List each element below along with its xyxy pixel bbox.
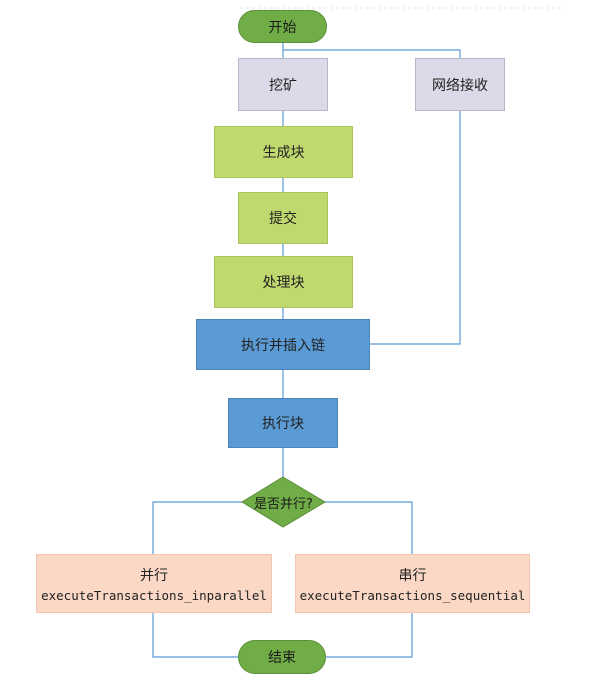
parallel-box: 并行 executeTransactions_inparallel [36, 554, 272, 613]
edge-start-network [283, 49, 461, 58]
execute-insert-chain-label: 执行并插入链 [241, 337, 325, 354]
sequential-title: 串行 [398, 567, 427, 584]
decision-label: 是否并行? [254, 496, 313, 512]
network-receive-box: 网络接收 [415, 58, 505, 111]
sequential-function: executeTransactions_sequential [299, 587, 526, 603]
edge-decision-parallel [152, 501, 242, 555]
execute-insert-chain-box: 执行并插入链 [196, 319, 370, 370]
edge-sequential-end [326, 613, 413, 658]
process-block-box: 处理块 [214, 256, 353, 308]
start-node: 开始 [238, 10, 327, 43]
start-label: 开始 [268, 19, 297, 36]
sequential-box: 串行 executeTransactions_sequential [295, 554, 530, 613]
execute-block-box: 执行块 [228, 398, 338, 448]
parallel-function: executeTransactions_inparallel [41, 587, 267, 603]
end-label: 结束 [268, 650, 296, 666]
edge-decision-sequential [325, 501, 413, 555]
mining-label: 挖矿 [269, 77, 297, 94]
submit-label: 提交 [269, 211, 297, 227]
edge-network-insert [370, 110, 461, 345]
execute-block-label: 执行块 [262, 416, 304, 432]
process-block-label: 处理块 [262, 275, 305, 291]
edge-parallel-end [152, 613, 238, 658]
generate-block-box: 生成块 [214, 126, 353, 178]
generate-block-label: 生成块 [262, 145, 305, 161]
decision-diamond-shape [241, 476, 326, 528]
end-node: 结束 [238, 640, 326, 674]
mining-box: 挖矿 [238, 58, 328, 111]
submit-box: 提交 [238, 192, 328, 244]
parallel-title: 并行 [140, 567, 168, 584]
network-receive-label: 网络接收 [432, 77, 488, 94]
